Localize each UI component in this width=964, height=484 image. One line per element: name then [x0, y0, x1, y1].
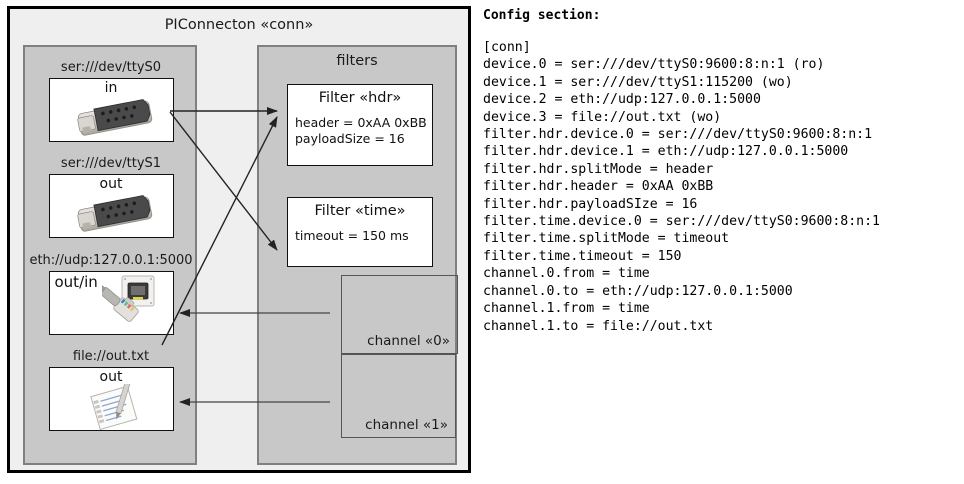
- config-heading: Config section:: [483, 8, 601, 23]
- filter-title-time: Filter «time»: [314, 203, 406, 219]
- device-direction-file: out: [99, 369, 123, 385]
- serial-port-icon: [76, 99, 152, 136]
- filter-props-time: timeout = 150 ms: [295, 228, 432, 244]
- config-body-text: [conn] device.0 = ser:///dev/ttyS0:9600:…: [483, 40, 880, 334]
- device-entry-eth[interactable]: eth://udp:127.0.0.1:5000 out/in: [29, 252, 193, 335]
- device-entry-ttyS0[interactable]: ser:///dev/ttyS0 in: [36, 59, 186, 142]
- devices-panel: ser:///dev/ttyS0 in: [23, 45, 197, 465]
- filters-panel: filters Filter «hdr» header = 0xAA 0xBB …: [257, 45, 458, 465]
- device-entry-file[interactable]: file://out.txt out: [36, 348, 186, 431]
- filter-box-hdr[interactable]: Filter «hdr» header = 0xAA 0xBB payloadS…: [287, 84, 433, 166]
- device-box-eth[interactable]: out/in: [48, 271, 174, 335]
- diagram-title: PIConnecton «conn»: [164, 17, 314, 33]
- channel-box-1[interactable]: channel «1»: [341, 354, 456, 438]
- serial-port-icon: [76, 195, 152, 232]
- config-section-pane: Config section: [conn] device.0 = ser://…: [483, 8, 961, 335]
- device-label-ttyS0: ser:///dev/ttyS0: [60, 60, 162, 75]
- filter-prop-payloadsize: payloadSize = 16: [295, 131, 405, 146]
- filters-panel-title: filters: [336, 53, 378, 69]
- channel-label-0: channel «0»: [367, 333, 450, 349]
- filter-prop-timeout: timeout = 150 ms: [295, 228, 409, 243]
- notepad-document-icon: [89, 384, 137, 430]
- device-direction-eth: out/in: [54, 273, 98, 291]
- filter-box-time[interactable]: Filter «time» timeout = 150 ms: [287, 197, 433, 267]
- filter-props-hdr: header = 0xAA 0xBB payloadSize = 16: [295, 115, 432, 147]
- device-label-ttyS1: ser:///dev/ttyS1: [60, 156, 162, 171]
- filter-title-hdr: Filter «hdr»: [318, 90, 402, 106]
- channel-box-0[interactable]: channel «0»: [341, 275, 458, 354]
- filter-prop-header: header = 0xAA 0xBB: [295, 115, 427, 130]
- ethernet-jack-icon: [101, 275, 154, 322]
- device-entry-ttyS1[interactable]: ser:///dev/ttyS1 out: [36, 155, 186, 238]
- device-direction-ttyS1: out: [99, 176, 123, 192]
- device-label-file: file://out.txt: [72, 349, 150, 364]
- channel-label-1: channel «1»: [365, 417, 448, 433]
- device-direction-ttyS0: in: [104, 80, 118, 96]
- device-label-eth: eth://udp:127.0.0.1:5000: [29, 253, 193, 268]
- device-box-file[interactable]: out: [48, 367, 174, 431]
- connection-diagram-frame: PIConnecton «conn» ser:///dev/ttyS0 in: [7, 6, 471, 473]
- device-box-ttyS0[interactable]: in: [48, 78, 174, 142]
- device-box-ttyS1[interactable]: out: [48, 174, 174, 238]
